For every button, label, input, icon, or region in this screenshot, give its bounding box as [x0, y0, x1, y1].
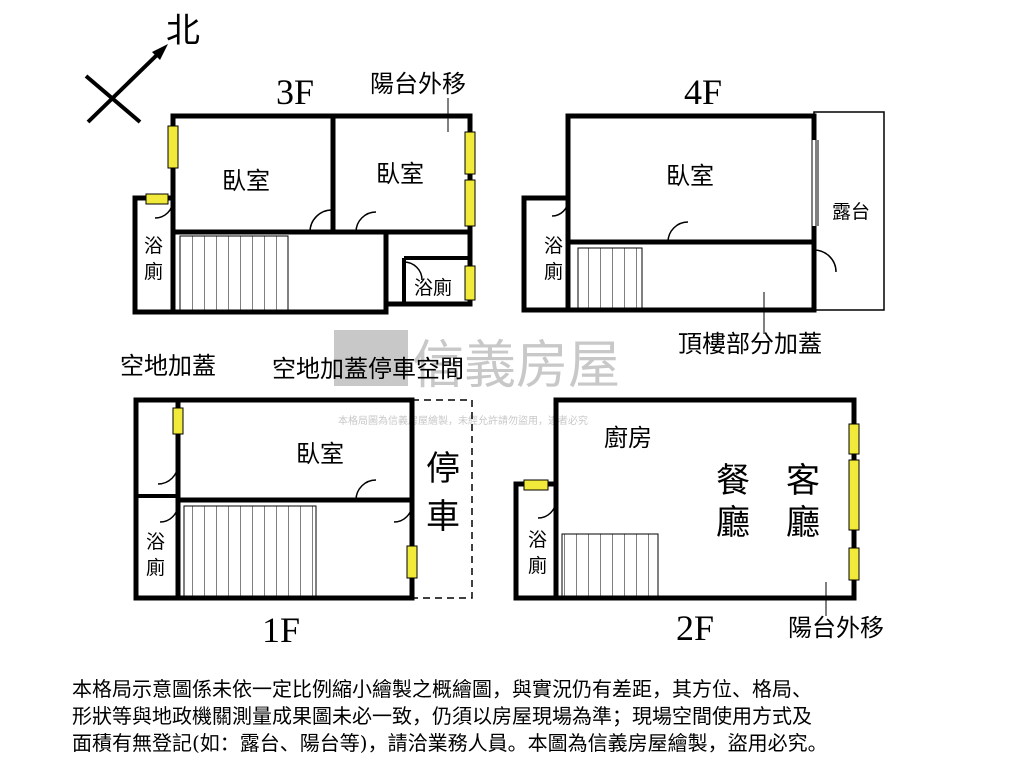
floor-2f-door-1-icon — [537, 499, 557, 519]
floor-1f-bath-1: 浴 — [146, 531, 165, 553]
floor-1f-door-2-icon — [159, 503, 179, 523]
floor-3f-balcony-note: 陽台外移 — [370, 70, 466, 98]
watermark-brand: 信義房屋 — [412, 336, 620, 396]
floor-3f-bedroom-a: 臥室 — [222, 167, 270, 195]
floor-2f-living-2: 廳 — [786, 503, 820, 543]
floor-1f-window-1 — [172, 407, 184, 435]
floor-3f-bath-a-1: 浴 — [144, 235, 163, 257]
floor-3f-door-1-icon — [309, 209, 333, 233]
floor-3f-label: 3F — [276, 72, 314, 112]
floor-1f-parking-area — [411, 399, 473, 599]
floor-2f-window-1 — [523, 479, 549, 491]
disclaimer-line-3: 面積有無登記(如：露台、陽台等)，請洽業務人員。本圖為信義房屋繪製，盜用必究。 — [72, 731, 828, 755]
floor-1f: 空地加蓋 空地加蓋停車空間 1F 臥室 停 車 浴 廁 — [120, 352, 473, 650]
watermark: 信義房屋 本格局圖為信義房屋繪製，未經允許請勿盜用，違者必究 — [334, 330, 620, 427]
floor-4f-bedroom: 臥室 — [666, 162, 714, 190]
floor-3f-bath-b: 浴廁 — [414, 276, 452, 299]
floor-1f-stairs — [183, 505, 317, 597]
floor-4f-door-2-icon — [551, 199, 569, 217]
floor-1f-label: 1F — [262, 610, 300, 650]
floor-4f-door-3-icon — [813, 249, 837, 273]
compass-arrowhead-icon — [152, 44, 168, 60]
floor-3f-window-2 — [145, 193, 169, 205]
watermark-logo-icon — [334, 330, 408, 386]
floor-3f-window-1 — [167, 125, 179, 169]
floor-2f-dining-2: 廳 — [716, 503, 750, 543]
floor-1f-door-1-icon — [157, 463, 179, 485]
north-label: 北 — [166, 11, 200, 51]
floor-4f-bath-2: 廁 — [544, 260, 563, 283]
floor-2f-stairs — [561, 533, 659, 597]
floor-1f-window-2 — [406, 545, 418, 579]
floor-3f-window-5 — [464, 265, 476, 301]
floor-3f-door-3-icon — [403, 261, 423, 281]
floor-1f-bath-2: 廁 — [146, 556, 165, 579]
floor-3f-door-2-icon — [355, 211, 377, 233]
floor-4f-terrace-label: 露台 — [832, 201, 870, 223]
floor-3f-stairs — [179, 235, 289, 311]
floor-2f-bath-2: 廁 — [528, 554, 547, 577]
disclaimer-line-2: 形狀等與地政機關測量成果圖未必一致，仍須以房屋現場為準；現場空間使用方式及 — [72, 704, 812, 728]
floor-2f-label: 2F — [676, 608, 714, 648]
floor-2f-living-1: 客 — [786, 461, 820, 501]
floor-1f-note-b: 空地加蓋停車空間 — [272, 355, 464, 383]
floor-2f-dining-1: 餐 — [716, 461, 750, 501]
floor-2f-window-2 — [848, 423, 860, 455]
floor-2f-window-3 — [848, 459, 860, 531]
floor-4f-rooftop-note: 頂樓部分加蓋 — [678, 330, 822, 358]
floor-1f-door-3-icon — [355, 479, 377, 501]
floor-2f: 2F 廚房 餐 廳 客 廳 浴 廁 陽台外移 — [513, 397, 884, 648]
floor-4f-stairs — [577, 247, 643, 309]
floor-3f-window-3 — [464, 131, 476, 175]
floor-2f-window-4 — [848, 547, 860, 581]
floor-3f-window-4 — [464, 179, 476, 227]
disclaimer: 本格局示意圖係未依一定比例縮小繪製之概繪圖，與實況仍有差距，其方位、格局、 形狀… — [72, 676, 972, 757]
floor-2f-kitchen: 廚房 — [604, 424, 652, 452]
floor-4f: 4F 臥室 露台 浴 廁 頂樓部分加蓋 — [521, 72, 885, 358]
disclaimer-line-1: 本格局示意圖係未依一定比例縮小繪製之概繪圖，與實況仍有差距，其方位、格局、 — [72, 677, 812, 701]
floor-1f-door-4-icon — [393, 503, 413, 523]
watermark-notice: 本格局圖為信義房屋繪製，未經允許請勿盜用，違者必究 — [338, 414, 588, 427]
floor-1f-bedroom: 臥室 — [296, 440, 344, 468]
compass-north-arrow — [86, 50, 162, 124]
floor-3f-door-4-icon — [154, 199, 174, 219]
floor-3f: 3F 陽台外移 臥室 臥室 浴 廁 浴廁 — [132, 70, 476, 315]
floor-1f-parking-2: 車 — [426, 497, 460, 537]
floor-4f-bath-1: 浴 — [544, 235, 563, 257]
floor-1f-parking-1: 停 — [426, 449, 460, 489]
floor-4f-door-1-icon — [667, 221, 689, 243]
floor-3f-bedroom-b: 臥室 — [376, 160, 424, 188]
floor-2f-balcony-note: 陽台外移 — [788, 614, 884, 642]
floor-2f-bath-1: 浴 — [528, 529, 547, 551]
floor-1f-note-a: 空地加蓋 — [120, 352, 216, 380]
floor-3f-bath-a-2: 廁 — [144, 260, 163, 283]
floor-4f-label: 4F — [684, 72, 722, 112]
compass: 北 — [84, 11, 200, 124]
